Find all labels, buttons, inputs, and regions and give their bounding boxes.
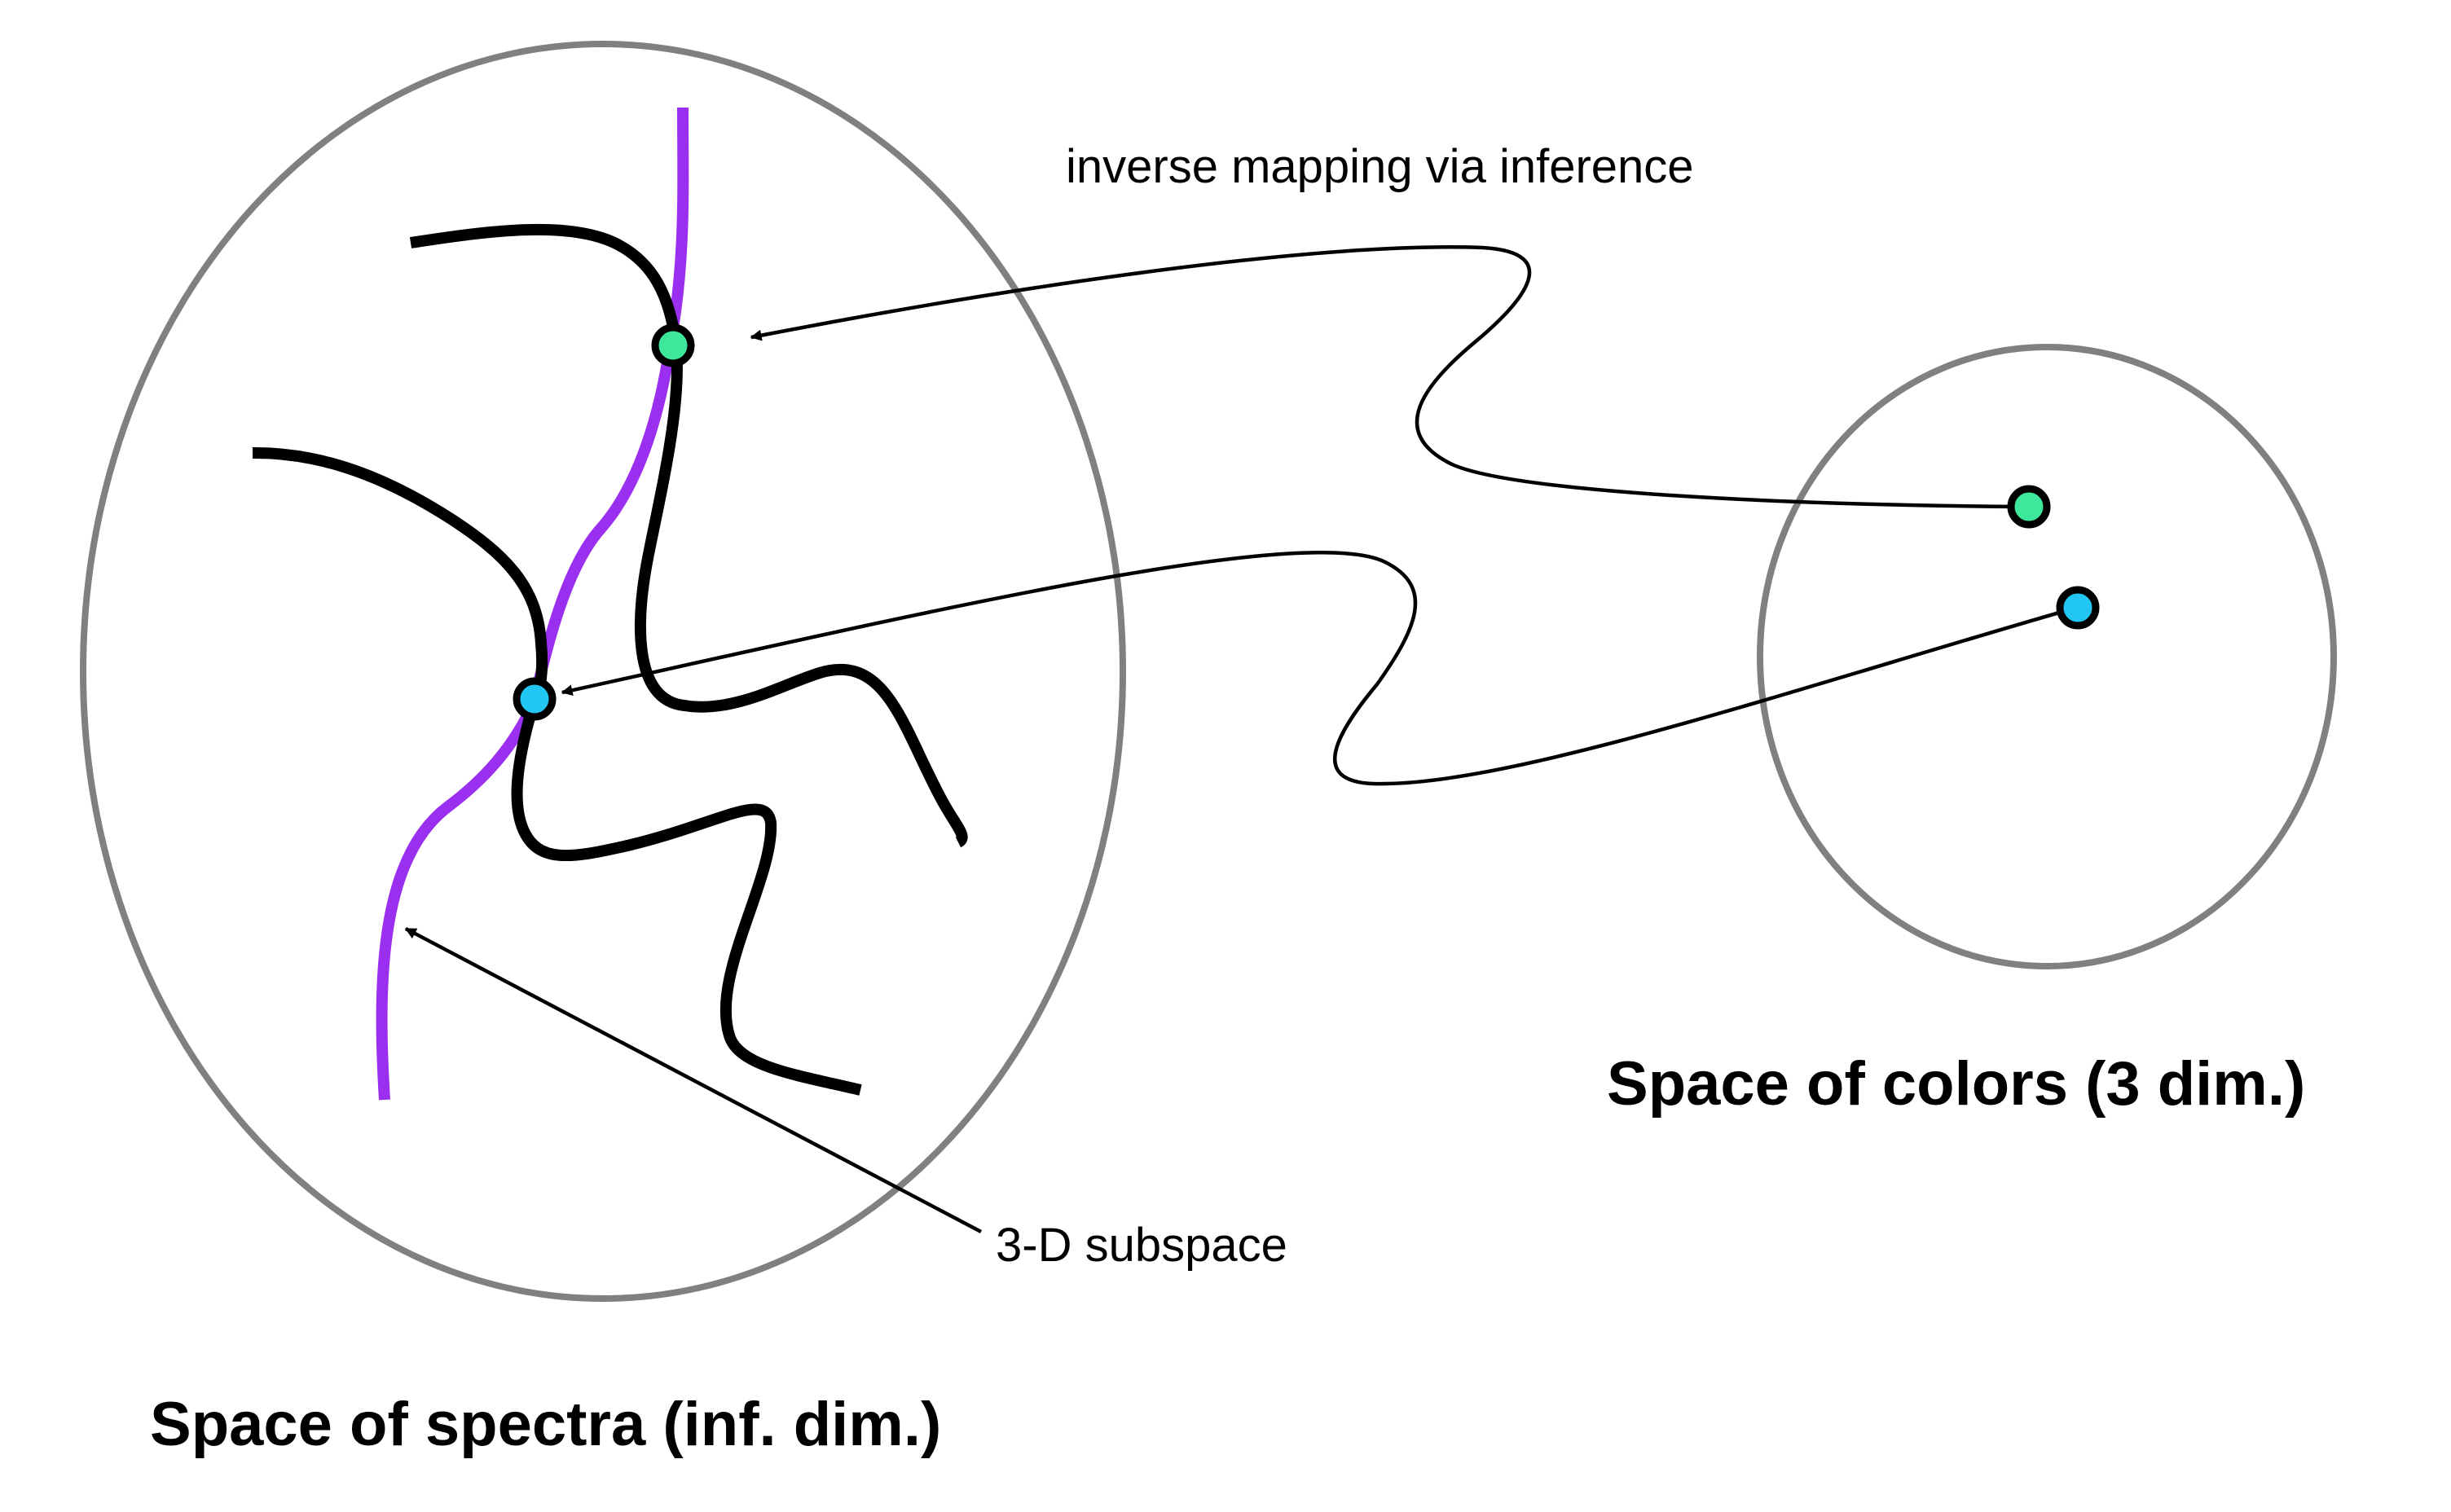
spectrum-curve-left <box>252 446 862 1096</box>
spectrum-curve-top <box>409 223 968 848</box>
green-color-point <box>2007 485 2051 529</box>
green-mapping-line <box>750 245 2028 509</box>
blue-color-point <box>2056 586 2100 630</box>
subspace-curve <box>376 107 689 1101</box>
inverse-mapping-label: inverse mapping via inference <box>1066 140 1694 193</box>
colors-space-title: Space of colors (3 dim.) <box>1607 1049 2305 1119</box>
subspace-pointer-line <box>404 927 983 1233</box>
spectra-space-title: Space of spectra (inf. dim.) <box>150 1390 941 1459</box>
green-spectrum-point <box>651 323 695 367</box>
subspace-label: 3-D subspace <box>996 1219 1287 1272</box>
blue-mapping-line <box>561 551 2077 786</box>
blue-spectrum-point <box>513 677 557 721</box>
spectra-space-boundary <box>80 41 1126 1302</box>
colors-space-boundary <box>1757 344 2337 969</box>
